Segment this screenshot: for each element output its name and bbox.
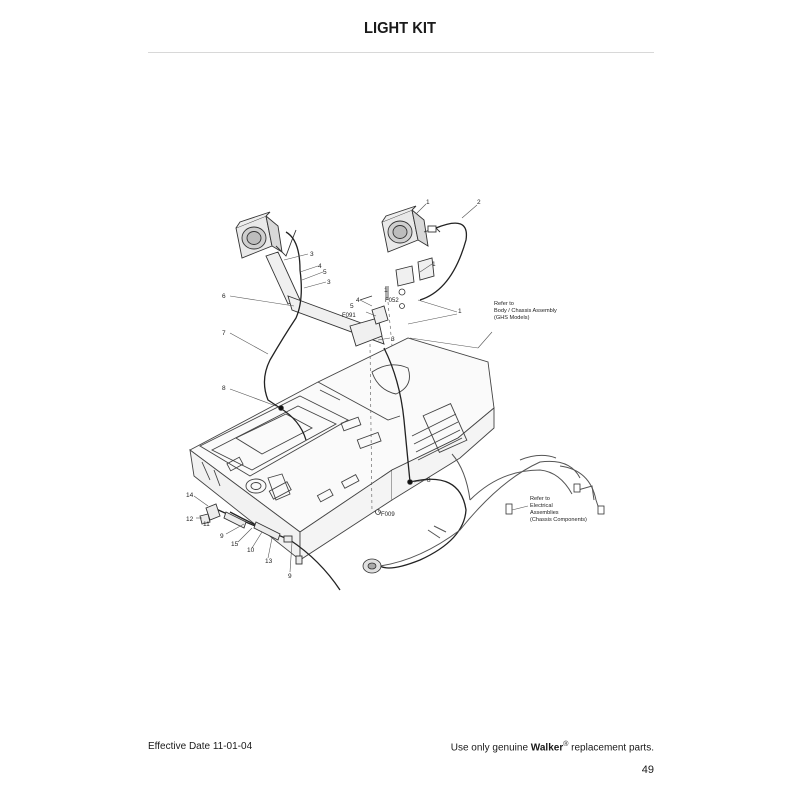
footer-note: Use only genuine Walker® replacement par… xyxy=(451,741,654,753)
ref-body-chassis-line1: Refer to xyxy=(494,301,514,307)
reference-notes: Refer to Body / Chassis Assembly (GHS Mo… xyxy=(494,301,587,523)
callout-1: 1 xyxy=(432,261,436,268)
work-light-right xyxy=(381,205,441,253)
switch-assembly xyxy=(199,503,303,565)
part-code-f091: F091 xyxy=(342,313,356,319)
callout-4: 4 xyxy=(356,297,360,304)
ref-body-chassis-line3: (GHS Models) xyxy=(494,315,530,321)
harness-connectors xyxy=(278,405,605,574)
callout-1: 1 xyxy=(384,287,388,294)
ref-body-chassis-line2: Body / Chassis Assembly xyxy=(494,308,557,314)
effective-date: Effective Date 11-01-04 xyxy=(148,741,253,752)
mower-chassis xyxy=(189,337,495,561)
part-code-labels: F052 F091 F009 xyxy=(342,298,399,518)
callout-11: 11 xyxy=(203,521,210,528)
part-number-labels: 1 2 1 1 1 3 4 5 3 6 4 5 3 7 8 8 14 12 11… xyxy=(186,199,481,580)
callout-2: 2 xyxy=(477,199,481,206)
callout-9: 9 xyxy=(288,573,292,580)
leader-lines xyxy=(193,203,529,573)
callout-12: 12 xyxy=(186,516,194,523)
page-title: LIGHT KIT xyxy=(364,20,436,37)
chassis-harness xyxy=(379,453,601,567)
work-light-left xyxy=(235,211,297,259)
callout-4: 4 xyxy=(318,263,322,270)
light-bar-bracket xyxy=(265,251,435,347)
footer-suffix: replacement parts. xyxy=(568,742,654,754)
callout-1: 1 xyxy=(458,308,462,315)
callout-5: 5 xyxy=(323,269,327,276)
part-code-f009: F009 xyxy=(381,512,395,518)
callout-14: 14 xyxy=(186,492,194,499)
footer-prefix: Use only genuine xyxy=(450,742,531,754)
callout-3: 3 xyxy=(310,251,314,258)
ref-electrical-line3: Assemblies xyxy=(530,510,559,516)
callout-7: 7 xyxy=(222,330,226,337)
ref-electrical-line1: Refer to xyxy=(530,496,550,502)
callout-3: 3 xyxy=(327,279,331,286)
callout-15: 15 xyxy=(231,541,239,548)
callout-3: 3 xyxy=(391,336,395,343)
callout-1: 1 xyxy=(426,199,430,206)
callout-6: 6 xyxy=(222,293,226,300)
callout-10: 10 xyxy=(247,547,255,554)
ref-electrical-line4: (Chassis Components) xyxy=(530,517,587,523)
callout-5: 5 xyxy=(350,303,354,310)
callout-8: 8 xyxy=(427,477,431,484)
footer-registered-mark: ® xyxy=(563,741,569,748)
footer-brand: Walker xyxy=(530,742,564,754)
title-divider xyxy=(148,52,654,53)
callout-13: 13 xyxy=(265,558,273,565)
mounting-hardware xyxy=(359,286,406,515)
callout-9: 9 xyxy=(220,533,224,540)
ref-electrical-line2: Electrical xyxy=(530,503,553,509)
page-number: 49 xyxy=(641,764,654,776)
part-code-f052: F052 xyxy=(385,298,399,304)
callout-8: 8 xyxy=(222,385,226,392)
